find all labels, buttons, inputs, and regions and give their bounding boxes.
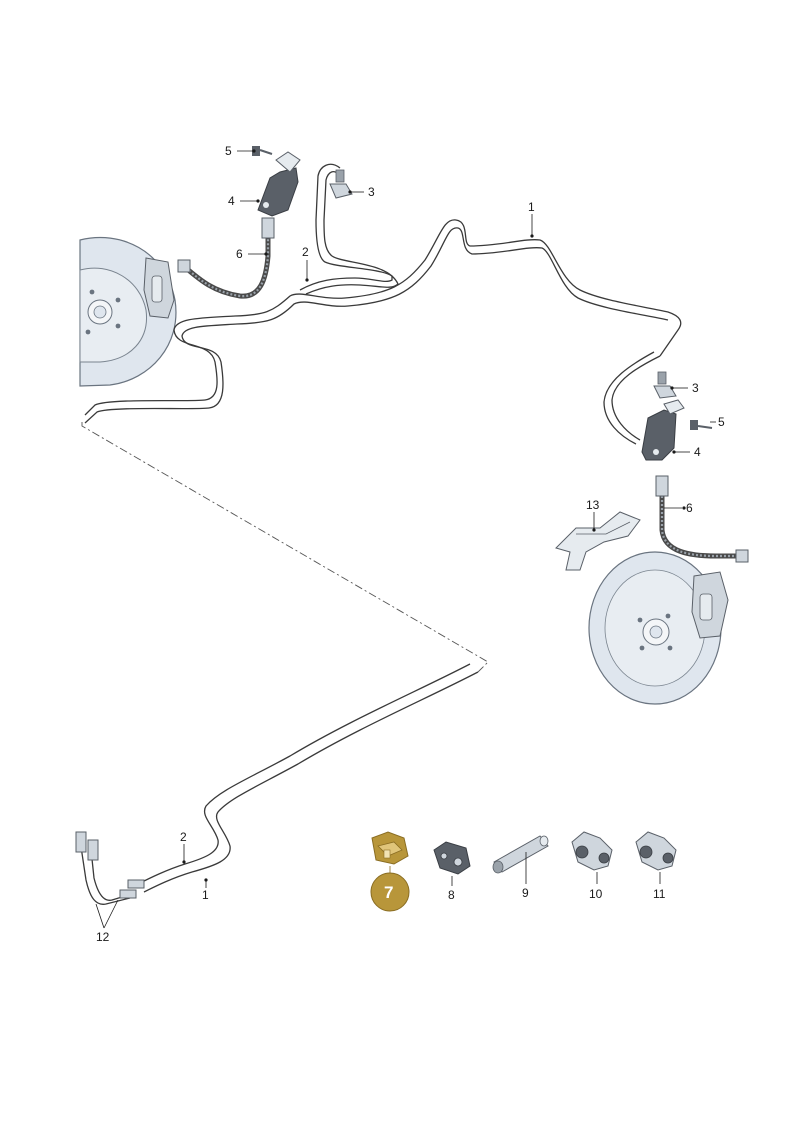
part-9-label: 9: [522, 886, 529, 900]
callout-13: 13: [586, 498, 600, 512]
brake-line-lower-end: [79, 839, 133, 905]
brake-line-pair-lower: [137, 663, 479, 893]
part-11-label: 11: [653, 887, 666, 901]
part-7-label: 7: [384, 883, 393, 902]
right-brake-disc: [588, 551, 722, 705]
left-bracket: [257, 151, 301, 217]
callout-4-left: 4: [228, 194, 235, 208]
part-9-sleeve: 9: [492, 835, 549, 900]
brake-line-pair-upper: [84, 219, 682, 424]
right-brake-caliper: [691, 571, 729, 639]
part-7-highlight-badge: 7: [370, 866, 410, 912]
callout-6-left: 6: [236, 247, 243, 261]
callout-6-right: 6: [686, 501, 693, 515]
part-10-label: 10: [589, 887, 603, 901]
callout-3-right: 3: [692, 381, 699, 395]
brake-line-item2-upper: [299, 163, 399, 295]
callout-4-right: 4: [694, 445, 701, 459]
right-bolt: [690, 420, 713, 430]
callout-1-top: 1: [528, 200, 535, 214]
callout-5-left: 5: [225, 144, 232, 158]
left-clip: [329, 169, 353, 199]
brake-line-to-right: [603, 351, 661, 445]
callout-2-top: 2: [302, 245, 309, 259]
part-7-clip: [371, 831, 409, 865]
callout-5-right: 5: [718, 415, 725, 429]
right-clip: [653, 371, 677, 399]
leader-arrowheads: [182, 149, 686, 882]
left-bolt: [252, 146, 273, 156]
callout-12: 12: [96, 930, 110, 944]
part-11-clip: 11: [635, 831, 677, 901]
right-bracket: [641, 399, 685, 461]
part-8-clip: 8: [433, 841, 471, 902]
callout-2-bottom: 2: [180, 830, 187, 844]
left-brake-caliper: [143, 257, 175, 319]
fittings-12: [75, 831, 145, 899]
part-10-clip: 10: [571, 831, 613, 901]
leader-lines: [95, 150, 716, 929]
left-brake-hose: [177, 217, 275, 299]
callout-3-left: 3: [368, 185, 375, 199]
continuation-dash-line: [81, 422, 489, 673]
right-brake-hose: [655, 475, 749, 563]
callout-labels: 1 2 3 4 5 6 3 5 4 6 13 2 1 12: [96, 144, 725, 944]
callout-1-bottom: 1: [202, 888, 209, 902]
bracket-13: [555, 511, 641, 571]
part-8-label: 8: [448, 888, 455, 902]
